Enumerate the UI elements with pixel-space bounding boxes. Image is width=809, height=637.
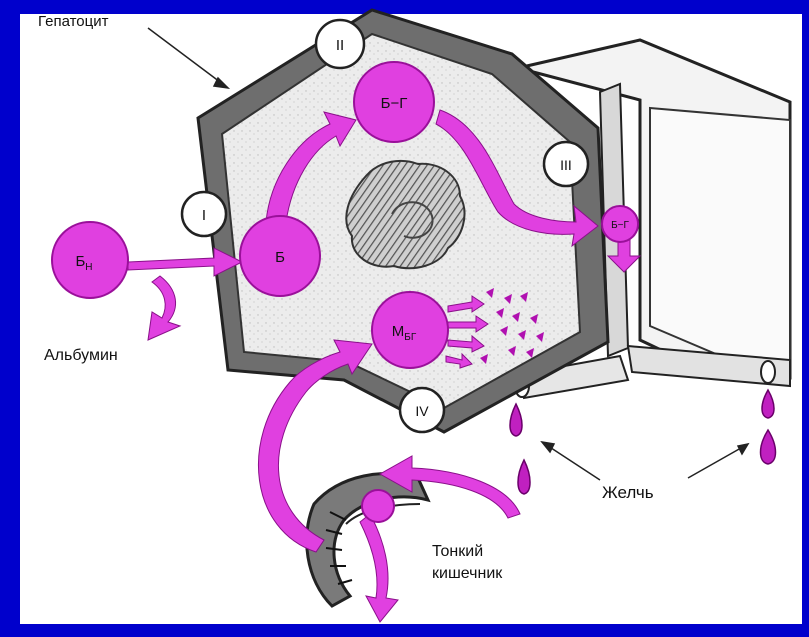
svg-text:II: II — [336, 37, 344, 54]
svg-text:I: I — [202, 207, 206, 224]
svg-text:III: III — [560, 157, 572, 173]
label-hepatocyte: Гепатоцит — [38, 13, 109, 30]
node-bilirubin-glucuronide-small: Б−Г — [602, 206, 638, 242]
node-bilirubin-unconjugated: БН — [52, 222, 128, 298]
svg-text:Б: Б — [275, 249, 285, 266]
label-intestine-2: кишечник — [432, 565, 503, 582]
label-albumin: Альбумин — [44, 347, 118, 364]
node-intestine-molecule — [362, 490, 394, 522]
nucleus — [346, 161, 464, 268]
label-intestine-1: Тонкий — [432, 543, 483, 560]
stage-1: I — [182, 192, 226, 236]
node-mesobilinogen: МБГ — [372, 292, 448, 368]
stage-4: IV — [400, 388, 444, 432]
svg-text:Б−Г: Б−Г — [381, 95, 408, 112]
label-bile: Желчь — [602, 483, 654, 502]
svg-text:Б−Г: Б−Г — [611, 220, 629, 231]
stage-3: III — [544, 142, 588, 186]
stage-2: II — [316, 20, 364, 68]
svg-text:IV: IV — [415, 403, 429, 419]
node-bilirubin: Б — [240, 216, 320, 296]
node-bilirubin-glucuronide: Б−Г — [354, 62, 434, 142]
